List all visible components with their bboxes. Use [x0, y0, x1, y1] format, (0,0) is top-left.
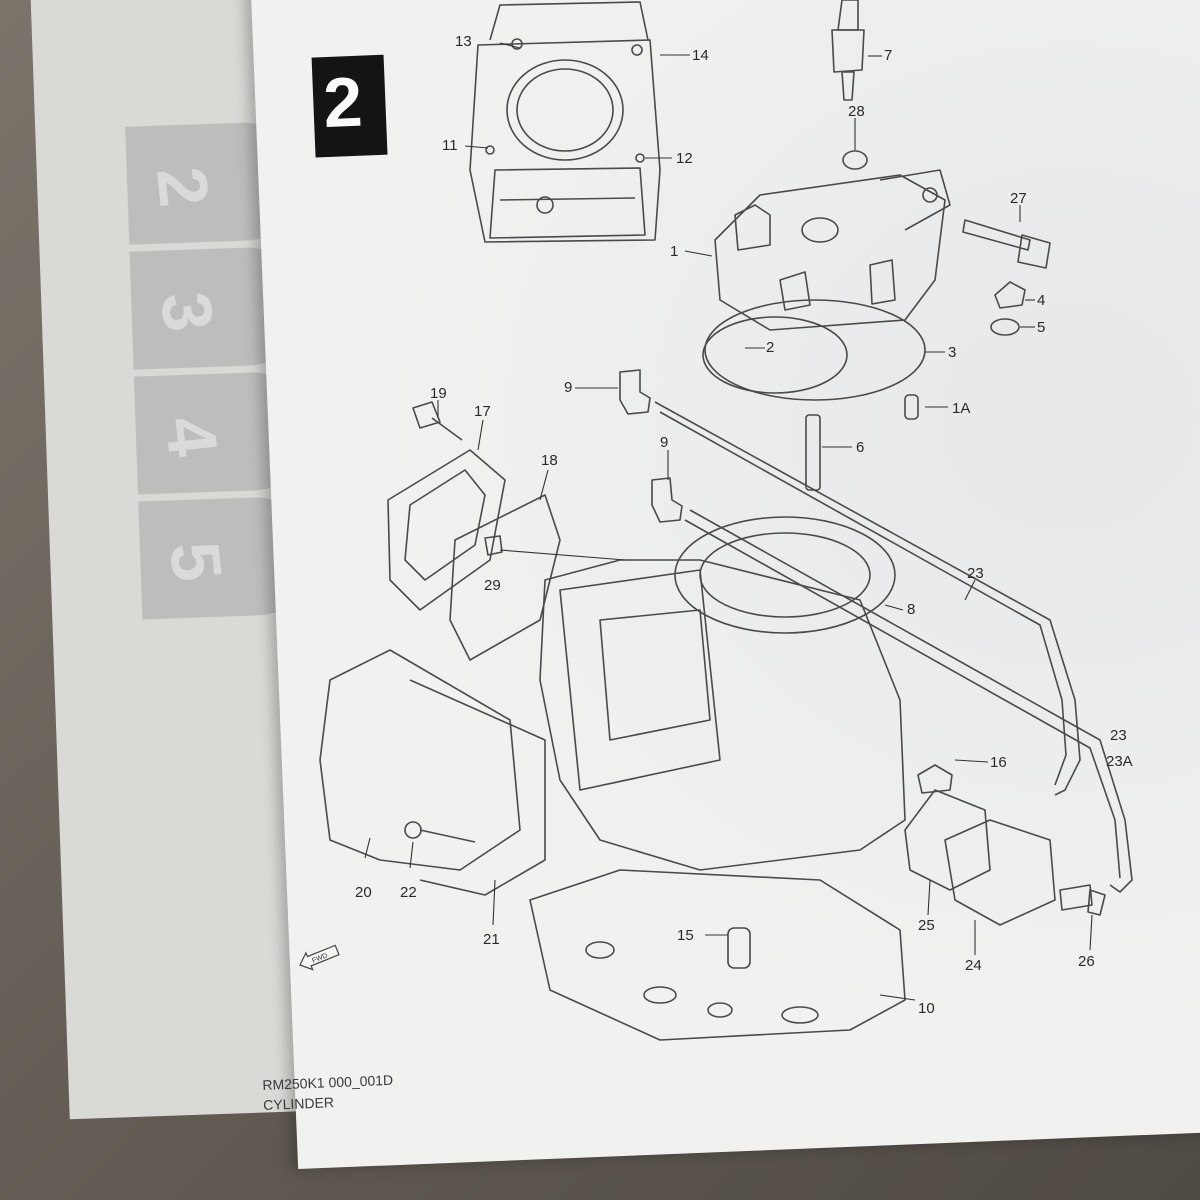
callout-9: 9	[660, 434, 668, 451]
callout-22: 22	[400, 884, 417, 901]
callout-23: 23	[1110, 727, 1127, 744]
callout-8: 8	[907, 601, 915, 618]
callout-6: 6	[856, 439, 864, 456]
callout-21: 21	[483, 931, 500, 948]
cylinder-head	[714, 169, 951, 331]
fwd-arrow-icon: FWD	[299, 944, 340, 971]
callout-15: 15	[677, 927, 694, 944]
callout-5: 5	[1037, 319, 1045, 336]
callout-11: 11	[442, 137, 458, 154]
figure-caption: RM250K1 000_001D CYLINDER	[262, 1070, 394, 1115]
callout-26: 26	[1078, 953, 1095, 970]
callout-16: 16	[990, 754, 1007, 771]
callout-17: 17	[474, 403, 491, 420]
callout-3: 3	[948, 344, 956, 361]
callout-10: 10	[918, 1000, 935, 1017]
callout-18: 18	[541, 452, 558, 469]
callout-9: 9	[564, 379, 572, 396]
callout-1a: 1A	[952, 400, 970, 417]
callout-25: 25	[918, 917, 935, 934]
callout-2: 2	[766, 339, 774, 356]
callout-4: 4	[1037, 292, 1045, 309]
callout-28: 28	[848, 103, 865, 120]
spark-plug	[831, 0, 865, 101]
callout-13: 13	[455, 33, 472, 50]
callout-7: 7	[884, 47, 892, 64]
cylinder-top-view	[469, 1, 661, 243]
callout-23: 23	[967, 565, 984, 582]
callout-20: 20	[355, 884, 372, 901]
callout-19: 19	[430, 385, 447, 402]
callout-24: 24	[965, 957, 982, 974]
callout-27: 27	[1010, 190, 1027, 207]
callout-12: 12	[676, 150, 693, 167]
callout-14: 14	[692, 47, 709, 64]
callout-23a: 23A	[1106, 753, 1133, 770]
callout-29: 29	[484, 577, 501, 594]
callout-1: 1	[670, 243, 678, 260]
